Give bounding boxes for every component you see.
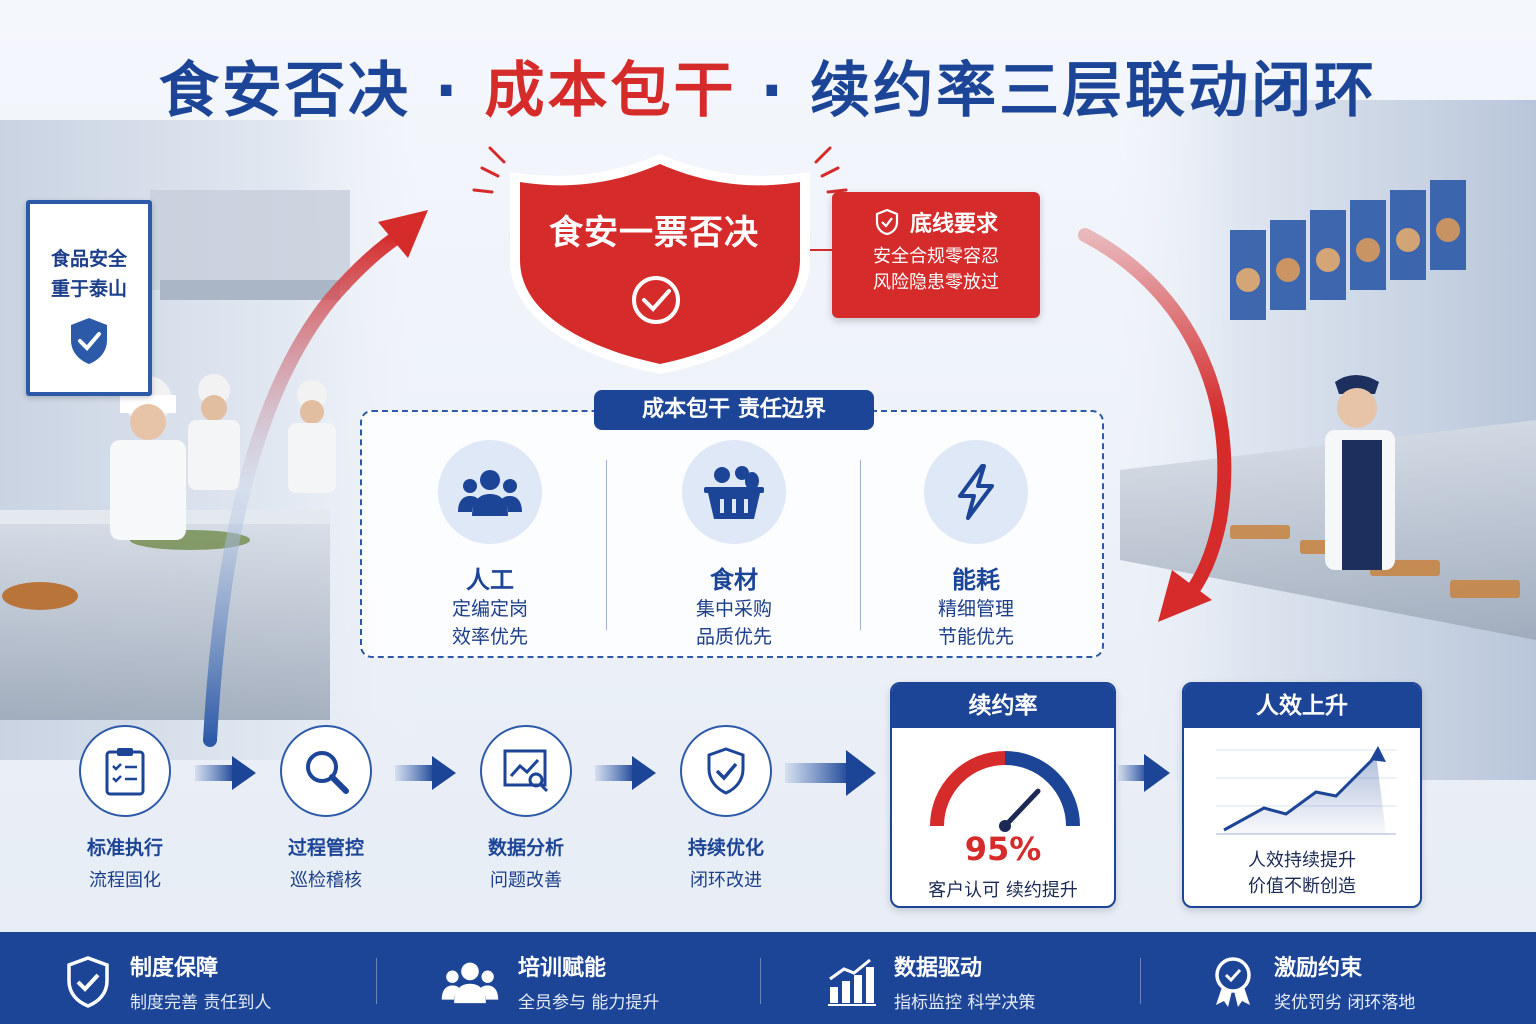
arrow-up-icon [1370, 746, 1386, 762]
chart-analysis-icon [503, 749, 549, 793]
bottom-line-box: 底线要求 安全合规零容忍 风险隐患零放过 [832, 192, 1040, 318]
cost-item-line: 精细管理 [937, 598, 1014, 620]
support-item-system: 制度保障制度完善 责任到人 [64, 950, 271, 1013]
award-medal-icon [1215, 956, 1251, 1007]
renewal-percent: 95% [964, 830, 1042, 868]
cost-item-name: 食材 [710, 566, 758, 594]
support-item-training: 培训赋能全员参与 能力提升 [440, 950, 659, 1013]
support-item-name: 数据驱动 [894, 956, 983, 981]
divider [760, 958, 761, 1004]
cost-item-line: 集中采购 [695, 598, 772, 620]
wall-sign-line2: 重于泰山 [50, 278, 127, 300]
bottom-line-rule1: 安全合规零容忍 [873, 246, 999, 267]
support-item-name: 培训赋能 [518, 956, 607, 981]
bar-chart-icon [828, 958, 876, 1006]
check-circle-icon [632, 276, 680, 324]
step-desc: 问题改善 [490, 870, 562, 891]
support-item-incentive: 激励约束奖优罚劣 闭环落地 [1210, 950, 1415, 1013]
efficiency-card: 人效上升 人效持续提升 价值不断创造 [1182, 682, 1422, 908]
efficiency-trend-chart [1216, 746, 1396, 835]
arrow-right-icon [395, 756, 456, 790]
arrow-right-icon [195, 756, 256, 790]
shield-check-icon [875, 208, 899, 236]
shield-check-icon [707, 747, 745, 795]
step-name: 过程管控 [287, 837, 364, 859]
title-part-renewal: 续约率三层联动闭环 [810, 56, 1378, 126]
step-name: 持续优化 [687, 837, 764, 859]
step-desc: 巡检稽核 [290, 870, 362, 891]
step-name: 标准执行 [86, 837, 163, 859]
magnifier-icon [306, 751, 349, 794]
step-process-control: 过程管控 巡检稽核 [256, 725, 396, 892]
divider [376, 958, 377, 1004]
efficiency-line2: 价值不断创造 [1248, 876, 1356, 897]
renewal-card-title: 续约率 [892, 684, 1114, 728]
support-item-desc: 奖优罚劣 闭环落地 [1274, 993, 1416, 1013]
cost-item-name: 能耗 [952, 566, 1000, 594]
cost-item-name: 人工 [466, 566, 514, 594]
wall-sign: 食品安全 重于泰山 [26, 200, 152, 396]
people-icon [441, 962, 499, 1003]
arrow-right-icon [785, 750, 876, 796]
lightning-icon [958, 464, 994, 520]
cost-item-line: 效率优先 [451, 626, 528, 648]
wall-sign-line1: 食品安全 [50, 248, 127, 270]
arrow-right-icon [595, 756, 656, 790]
support-item-desc: 全员参与 能力提升 [518, 993, 660, 1013]
title-separator: · [736, 56, 811, 126]
veto-shield [472, 146, 848, 374]
support-item-data: 数据驱动指标监控 科学决策 [826, 950, 1035, 1013]
support-item-desc: 制度完善 责任到人 [130, 993, 272, 1013]
cost-item-labor: 人工 定编定岗 效率优先 [410, 440, 570, 651]
cost-item-ingredients: 食材 集中采购 品质优先 [654, 440, 814, 651]
people-icon [458, 470, 522, 516]
shield-label: 食安一票否决 [549, 213, 759, 253]
step-desc: 闭环改进 [690, 870, 762, 891]
step-standard-execution: 标准执行 流程固化 [55, 725, 195, 892]
title-part-cost: 成本包干 [484, 56, 737, 126]
cost-box-label: 成本包干 责任边界 [594, 390, 874, 430]
cost-item-line: 节能优先 [937, 626, 1014, 648]
shield-check-icon [71, 318, 107, 364]
divider [606, 460, 607, 630]
ingredients-basket-icon [704, 466, 764, 519]
support-item-name: 制度保障 [130, 956, 219, 981]
bottom-line-title: 底线要求 [909, 212, 998, 237]
arrow-right-icon [1118, 754, 1170, 792]
title-part-food-safety: 食安否决 [158, 56, 411, 126]
clipboard-checklist-icon [105, 748, 145, 796]
renewal-gauge [930, 751, 1080, 832]
support-item-desc: 指标监控 科学决策 [894, 993, 1036, 1013]
cost-item-energy: 能耗 精细管理 节能优先 [896, 440, 1056, 651]
title-separator: · [410, 56, 485, 126]
divider [1140, 958, 1141, 1004]
step-data-analysis: 数据分析 问题改善 [456, 725, 596, 892]
cost-item-line: 定编定岗 [451, 598, 528, 620]
flow-arrows [195, 750, 1170, 796]
step-desc: 流程固化 [89, 870, 161, 891]
page-title: 食安否决 · 成本包干 · 续约率三层联动闭环 [0, 42, 1536, 129]
step-name: 数据分析 [487, 837, 564, 859]
shield-check-icon [67, 955, 109, 1008]
efficiency-card-title: 人效上升 [1184, 684, 1420, 728]
step-continuous-optimization: 持续优化 闭环改进 [656, 725, 796, 892]
renewal-caption: 客户认可 续约提升 [928, 880, 1078, 901]
bottom-support-bar [0, 932, 1536, 1024]
efficiency-line1: 人效持续提升 [1248, 850, 1356, 871]
support-item-name: 激励约束 [1274, 956, 1363, 981]
renewal-rate-card: 续约率 95% 客户认可 续约提升 [890, 682, 1116, 908]
alert-rays [472, 146, 848, 194]
gauge-needle [1002, 788, 1041, 829]
cost-item-line: 品质优先 [695, 626, 772, 648]
divider [860, 460, 861, 630]
bottom-line-rule2: 风险隐患零放过 [873, 272, 999, 293]
